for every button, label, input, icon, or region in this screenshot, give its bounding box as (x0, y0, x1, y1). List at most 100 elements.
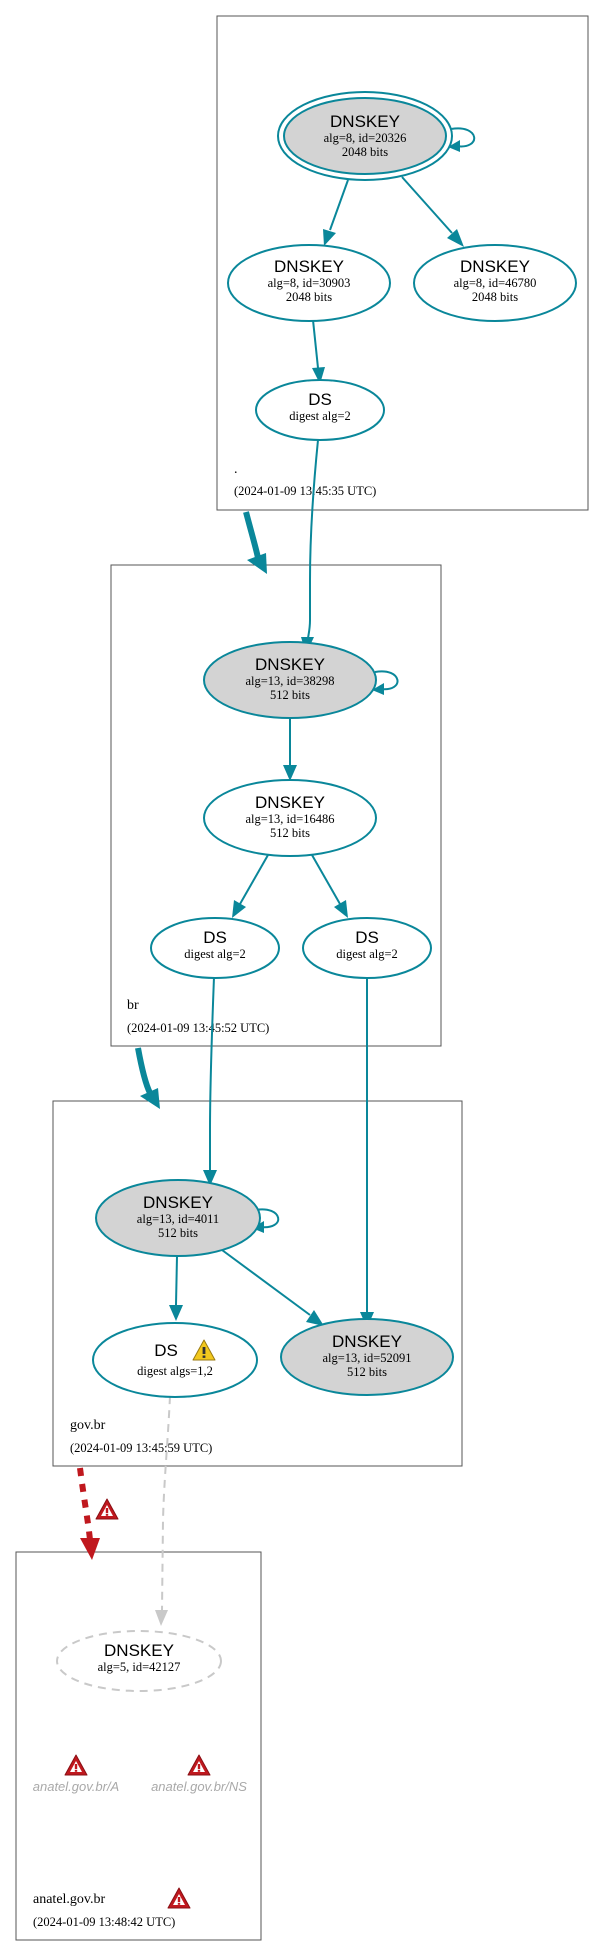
arrow-root-ksk-zsk1 (323, 229, 336, 246)
edge-root-ds-br-ksk (307, 439, 319, 639)
rrset-anatel-ns: anatel.gov.br/NS (151, 1754, 247, 1794)
node-br-zsk: DNSKEY alg=13, id=16486 512 bits (203, 779, 377, 857)
node-root-ksk-type: DNSKEY (330, 112, 400, 131)
node-gov-key2: DNSKEY alg=13, id=52091 512 bits (280, 1318, 454, 1396)
edge-br-ksk-self (374, 670, 399, 691)
node-root-ds-type: DS (308, 390, 332, 409)
node-br-ds2-shape (302, 917, 432, 979)
node-gov-ksk: DNSKEY alg=13, id=4011 512 bits (95, 1179, 261, 1257)
rrset-anatel-ns-error-icon (187, 1754, 211, 1776)
edge-root-ksk-zsk2 (401, 176, 453, 234)
node-root-zsk1-shape (227, 244, 391, 322)
node-root-ds-shape (255, 379, 385, 441)
node-br-ksk-line1: alg=13, id=38298 (245, 674, 334, 688)
node-gov-key2-line2: 512 bits (347, 1365, 387, 1379)
edge-br-ds1-gov-ksk (209, 976, 215, 1170)
zone-anatel-error-icon (167, 1887, 191, 1909)
edge-gov-ksk-self (254, 1208, 280, 1229)
arrow-root-ksk-zsk2 (447, 229, 464, 247)
node-root-ksk: DNSKEY alg=8, id=20326 2048 bits (277, 91, 453, 181)
edge-br-zsk-ds1 (239, 854, 269, 905)
zone-br-box (110, 564, 442, 1047)
arrow-br-zsk-ds1 (232, 900, 246, 918)
arrow-gov-ksk-ds (169, 1305, 183, 1321)
arrow-root-ksk-self (448, 140, 460, 152)
rrset-anatel-ns-label: anatel.gov.br/NS (151, 1779, 247, 1794)
node-gov-ksk-line1: alg=13, id=4011 (137, 1212, 219, 1226)
node-br-ksk: DNSKEY alg=13, id=38298 512 bits (203, 641, 377, 719)
node-gov-ksk-shape (95, 1179, 261, 1257)
edges (77, 127, 476, 1626)
arrow-gov-ksk-key2 (306, 1310, 324, 1326)
arrow-deleg-br-govbr (140, 1088, 160, 1109)
node-br-ds1-shape (150, 917, 280, 979)
arrow-br-ksk-zsk (283, 765, 297, 781)
node-root-zsk1: DNSKEY alg=8, id=30903 2048 bits (227, 244, 391, 322)
node-root-zsk2-line1: alg=8, id=46780 (454, 276, 537, 290)
nodes: DNSKEY alg=8, id=20326 2048 bits DNSKEY … (33, 91, 577, 1794)
zone-root-box (216, 15, 589, 511)
node-anatel-key-type: DNSKEY (104, 1641, 174, 1660)
node-anatel-key-line1: alg=5, id=42127 (98, 1660, 181, 1674)
edge-deleg-root-br (243, 511, 261, 559)
node-anatel-key-shape (56, 1630, 222, 1692)
zone-anatel-timestamp: (2024-01-09 13:48:42 UTC) (33, 1915, 175, 1929)
arrow-deleg-govbr-anatel (80, 1538, 100, 1560)
edge-gov-ksk-key2 (221, 1249, 311, 1316)
node-br-ksk-line2: 512 bits (270, 688, 310, 702)
edge-root-ksk-self (450, 127, 476, 148)
node-br-zsk-shape (203, 779, 377, 857)
zone-anatel-box (15, 1551, 262, 1941)
zone-br-name: br (127, 998, 139, 1013)
node-gov-ds-shape (92, 1322, 258, 1398)
arrow-deleg-root-br (247, 553, 267, 574)
node-gov-key2-line1: alg=13, id=52091 (322, 1351, 411, 1365)
node-br-zsk-line2: 512 bits (270, 826, 310, 840)
node-root-zsk1-line1: alg=8, id=30903 (268, 276, 351, 290)
zone-govbr-timestamp: (2024-01-09 13:45:59 UTC) (70, 1441, 212, 1455)
delegation-error-icon (95, 1498, 119, 1520)
node-br-ksk-type: DNSKEY (255, 655, 325, 674)
node-root-zsk1-line2: 2048 bits (286, 290, 332, 304)
arrow-root-zsk1-ds (312, 367, 325, 384)
node-gov-ds-line1: digest algs=1,2 (137, 1364, 213, 1378)
zone-govbr-name: gov.br (70, 1418, 106, 1433)
zone-root-timestamp: (2024-01-09 13:45:35 UTC) (234, 484, 376, 498)
zone-root: . (2024-01-09 13:45:35 UTC) (216, 15, 589, 511)
zone-anatel-name: anatel.gov.br (33, 1892, 106, 1907)
rrset-anatel-a-error-icon (64, 1754, 88, 1776)
node-root-zsk2-shape (413, 244, 577, 322)
node-root-ds: DS digest alg=2 (255, 379, 385, 441)
node-root-zsk1-type: DNSKEY (274, 257, 344, 276)
rrset-anatel-a-label: anatel.gov.br/A (33, 1779, 119, 1794)
node-gov-key2-type: DNSKEY (332, 1332, 402, 1351)
rrset-anatel-a: anatel.gov.br/A (33, 1754, 119, 1794)
node-root-ksk-line2: 2048 bits (342, 145, 388, 159)
arrow-br-ksk-self (372, 683, 384, 695)
edge-br-zsk-ds2 (311, 854, 341, 905)
edge-deleg-govbr-anatel (77, 1467, 93, 1541)
zone-govbr: gov.br (2024-01-09 13:45:59 UTC) (52, 1100, 463, 1467)
node-br-ksk-shape (203, 641, 377, 719)
node-gov-key2-shape (280, 1318, 454, 1396)
edge-deleg-br-govbr (135, 1047, 153, 1095)
edge-root-zsk1-ds (312, 319, 319, 369)
zone-anatel: anatel.gov.br (2024-01-09 13:48:42 UTC) (15, 1551, 262, 1941)
edge-gov-ksk-ds (175, 1255, 178, 1306)
node-br-ds1-line1: digest alg=2 (184, 947, 246, 961)
arrow-br-ds1-gov-ksk (203, 1170, 217, 1186)
node-anatel-key: DNSKEY alg=5, id=42127 (56, 1630, 222, 1692)
node-gov-ds: DS digest algs=1,2 (92, 1322, 258, 1398)
zone-br: br (2024-01-09 13:45:52 UTC) (110, 564, 442, 1047)
node-root-zsk2: DNSKEY alg=8, id=46780 2048 bits (413, 244, 577, 322)
node-root-ksk-inner (283, 97, 447, 175)
node-br-ds1: DS digest alg=2 (150, 917, 280, 979)
edge-root-ksk-zsk1 (329, 179, 349, 231)
node-root-zsk2-type: DNSKEY (460, 257, 530, 276)
arrow-br-zsk-ds2 (334, 900, 348, 918)
node-br-ds2-type: DS (355, 928, 379, 947)
node-gov-ksk-type: DNSKEY (143, 1193, 213, 1212)
node-br-ds1-type: DS (203, 928, 227, 947)
node-br-ds2-line1: digest alg=2 (336, 947, 398, 961)
node-gov-ksk-line2: 512 bits (158, 1226, 198, 1240)
